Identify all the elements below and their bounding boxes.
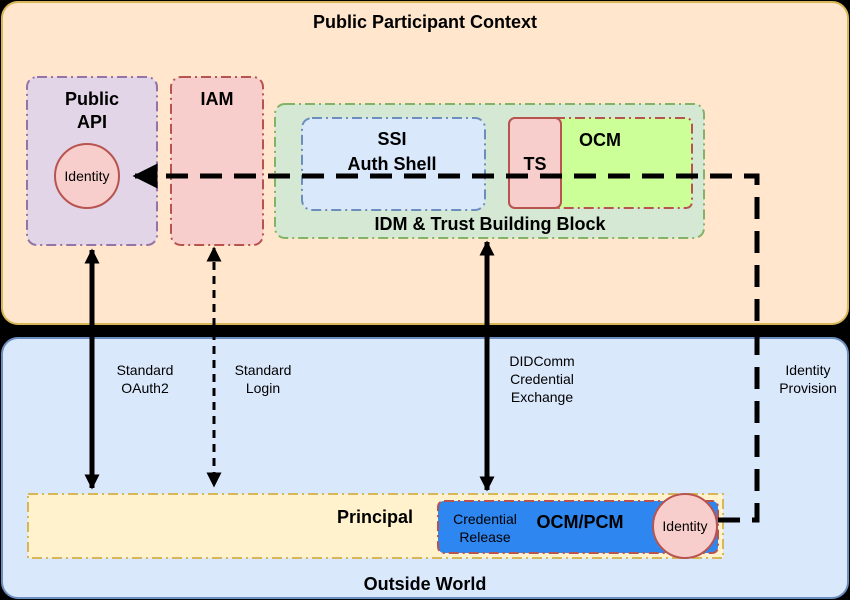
ssi-label-line2: Auth Shell: [348, 154, 437, 174]
iam-label: IAM: [201, 89, 234, 109]
login-label-line1: Standard: [235, 362, 292, 378]
credential-release-line2: Release: [459, 529, 511, 545]
identity-node-wallet-label: Identity: [662, 518, 707, 534]
public-context-title: Public Participant Context: [313, 12, 537, 32]
didcomm-label-line1: DIDComm: [509, 353, 574, 369]
ocm-pcm-box: OCM/PCM Credential Release: [437, 500, 719, 554]
ocm-label: OCM: [579, 130, 621, 150]
credential-release-line1: Credential: [453, 511, 517, 527]
ts-box: TS: [508, 117, 562, 209]
edge-label-oauth2: Standard OAuth2: [117, 362, 174, 396]
public-api-label-line2: API: [77, 112, 107, 132]
identity-node-public-label: Identity: [64, 168, 109, 184]
oauth2-label-line2: OAuth2: [121, 380, 169, 396]
identity-provision-label-line1: Identity: [785, 362, 830, 378]
identity-node-wallet: Identity: [652, 493, 718, 559]
ssi-auth-shell-box: SSI Auth Shell: [301, 117, 486, 211]
ts-label: TS: [523, 154, 546, 174]
ocm-pcm-label: OCM/PCM: [537, 512, 624, 532]
edge-label-login: Standard Login: [235, 362, 292, 396]
edge-label-identity-provision: Identity Provision: [779, 362, 837, 396]
oauth2-label-line1: Standard: [117, 362, 174, 378]
login-label-line2: Login: [246, 380, 280, 396]
public-api-label-line1: Public: [65, 89, 119, 109]
outside-world-title: Outside World: [364, 574, 487, 594]
idm-block-label: IDM & Trust Building Block: [374, 214, 606, 234]
identity-provision-line: [132, 163, 760, 523]
didcomm-label-line2: Credential: [510, 371, 574, 387]
ssi-label-line1: SSI: [377, 129, 406, 149]
didcomm-label-line3: Exchange: [511, 389, 573, 405]
iam-box: IAM: [170, 76, 264, 246]
edge-label-didcomm: DIDComm Credential Exchange: [509, 353, 574, 405]
principal-label: Principal: [337, 507, 413, 527]
identity-provision-connector: [132, 163, 760, 523]
identity-provision-label-line2: Provision: [779, 380, 837, 396]
identity-node-public: Identity: [54, 143, 120, 209]
